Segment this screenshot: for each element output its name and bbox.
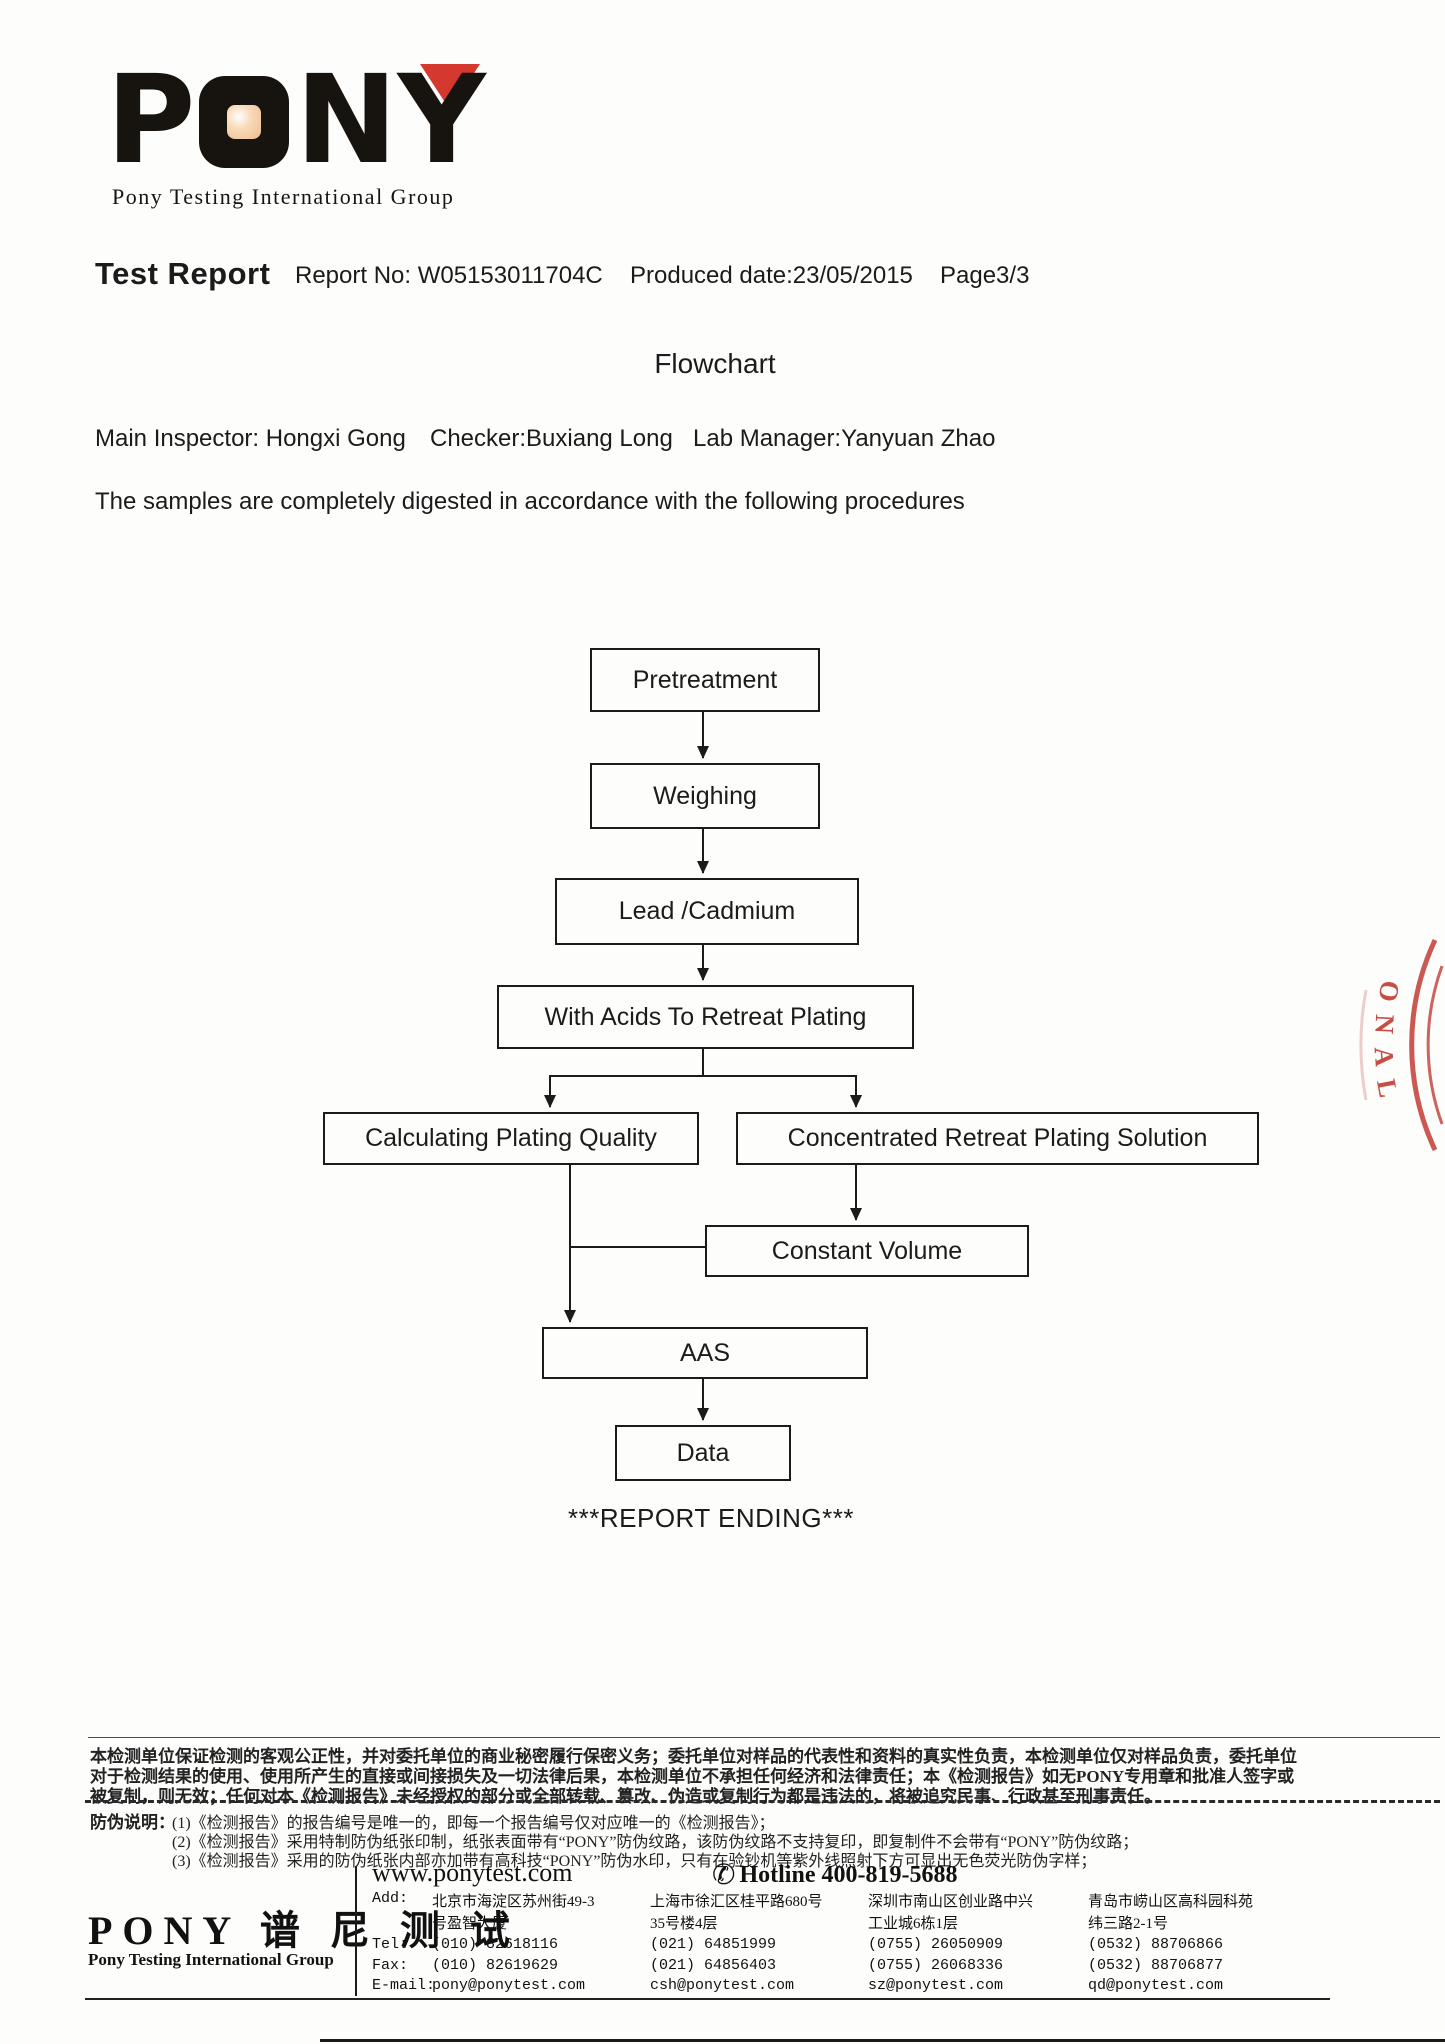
office-shanghai-fax: (021) 64856403: [650, 1957, 777, 1974]
stamp-text: ONAL: [1368, 978, 1406, 1113]
flow-node-aas: AAS: [542, 1327, 868, 1379]
pony-logo: P N Y: [106, 49, 486, 191]
report-number: Report No: W05153011704C: [295, 262, 603, 289]
phone-icon: ✆: [712, 1860, 736, 1891]
office-shanghai-email: csh@ponytest.com: [650, 1977, 795, 1994]
office-shenzhen-address-1: 深圳市南山区创业路中兴: [868, 1894, 1034, 1910]
office-qingdao-address-2: 纬三路2-1号: [1088, 1916, 1168, 1932]
office-beijing-email: pony@ponytest.com: [432, 1977, 586, 1994]
stamp-outer-ring-arc: [1409, 938, 1438, 1152]
office-shanghai-address-2: 35号楼4层: [650, 1916, 718, 1932]
hotline-text: Hotline 400-819-5688: [739, 1861, 958, 1888]
procedure-intro-text: The samples are completely digested in a…: [95, 488, 965, 515]
anti-fake-label: 防伪说明：: [90, 1813, 175, 1832]
label-add: Add:: [372, 1890, 409, 1907]
logo-letter-p: P: [106, 49, 195, 191]
flow-node-constant-volume: Constant Volume: [705, 1225, 1029, 1277]
logo-red-triangle-icon: [419, 64, 480, 110]
office-qingdao-tel: (0532) 88706866: [1088, 1936, 1224, 1953]
footer-bottom-rule: [85, 1998, 1330, 2000]
page-indicator: Page3/3: [940, 262, 1030, 289]
label-fax: Fax:: [372, 1957, 409, 1974]
office-shenzhen-address-2: 工业城6栋1层: [868, 1916, 959, 1932]
office-beijing-address-2: 号盈智大厦: [432, 1916, 508, 1932]
footer-brand-chinese: PONY 谱 尼 测 试: [88, 1908, 520, 1953]
footer-vertical-divider: [355, 1866, 357, 1996]
flow-node-data: Data: [615, 1425, 791, 1481]
logo-o-peach-square-icon: [227, 105, 262, 139]
office-beijing-address-1: 北京市海淀区苏州街49-3: [432, 1894, 595, 1910]
disclaimer-line-3: 被复制，则无效；任何对本《检测报告》未经授权的部分或全部转载、篡改、伪造或复制行…: [90, 1787, 1161, 1806]
office-beijing-tel: (010) 82618116: [432, 1936, 559, 1953]
flow-node-calculating-plating-quality: Calculating Plating Quality: [323, 1112, 699, 1165]
main-inspector: Main Inspector: Hongxi Gong: [95, 425, 406, 452]
label-tel: Tel:: [372, 1936, 409, 1953]
anti-fake-item-1: (1)《检测报告》的报告编号是唯一的，即每一个报告编号仅对应唯一的《检测报告》；: [172, 1815, 775, 1832]
footer-dashed-rule: [85, 1800, 1440, 1803]
scan-edge-artifact: [320, 2039, 1445, 2042]
office-shanghai-tel: (021) 64851999: [650, 1936, 777, 1953]
flow-node-pretreatment: Pretreatment: [590, 648, 820, 712]
label-email: E-mail:: [372, 1977, 436, 1994]
website-url: www.ponytest.com: [372, 1858, 573, 1887]
logo-letter-o-icon: [199, 76, 290, 168]
logo-letter-y: Y: [397, 49, 486, 191]
logo-letter-y-wrap: Y: [398, 59, 486, 181]
logo-subtitle: Pony Testing International Group: [112, 184, 455, 209]
produced-date: Produced date:23/05/2015: [630, 262, 913, 289]
stamp-inner-ring-arc: [1426, 965, 1444, 1125]
section-title-flowchart: Flowchart: [654, 348, 776, 379]
office-beijing-fax: (010) 82619629: [432, 1957, 559, 1974]
office-shanghai-address-1: 上海市徐汇区桂平路680号: [650, 1894, 823, 1910]
stamp-faded-outer-arc: [1359, 989, 1368, 1101]
logo-letter-n: N: [295, 49, 397, 191]
disclaimer-line-2: 对于检测结果的使用、使用所产生的直接或间接损失及一切法律后果，本检测单位不承担任…: [90, 1767, 1295, 1786]
report-ending-text: ***REPORT ENDING***: [568, 1503, 854, 1533]
flow-node-with-acids: With Acids To Retreat Plating: [497, 985, 914, 1049]
anti-fake-item-3: (3)《检测报告》采用的防伪纸张内部亦加带有高科技“PONY”防伪水印，只有在验…: [172, 1853, 1097, 1870]
lab-manager: Lab Manager:Yanyuan Zhao: [693, 425, 996, 452]
office-shenzhen-fax: (0755) 26068336: [868, 1957, 1004, 1974]
office-shenzhen-tel: (0755) 26050909: [868, 1936, 1004, 1953]
footer-top-rule: [88, 1737, 1440, 1738]
checker: Checker:Buxiang Long: [430, 425, 673, 452]
flow-node-lead-cadmium: Lead /Cadmium: [555, 878, 859, 945]
red-circular-stamp: ONAL: [1359, 938, 1444, 1152]
office-qingdao-email: qd@ponytest.com: [1088, 1977, 1224, 1994]
footer-brand-english: Pony Testing International Group: [88, 1950, 334, 1969]
hotline: ✆ Hotline 400-819-5688: [712, 1858, 957, 1892]
disclaimer-line-1: 本检测单位保证检测的客观公正性，并对委托单位的商业秘密履行保密义务；委托单位对样…: [90, 1747, 1297, 1766]
office-shenzhen-email: sz@ponytest.com: [868, 1977, 1004, 1994]
office-qingdao-fax: (0532) 88706877: [1088, 1957, 1224, 1974]
flow-node-concentrated-retreat-plating-solution: Concentrated Retreat Plating Solution: [736, 1112, 1259, 1165]
flow-node-weighing: Weighing: [590, 763, 820, 829]
office-qingdao-address-1: 青岛市崂山区高科园科苑: [1088, 1894, 1254, 1910]
anti-fake-item-2: (2)《检测报告》采用特制防伪纸张印制，纸张表面带有“PONY”防伪纹路，该防伪…: [172, 1834, 1139, 1851]
report-title: Test Report: [95, 256, 271, 291]
